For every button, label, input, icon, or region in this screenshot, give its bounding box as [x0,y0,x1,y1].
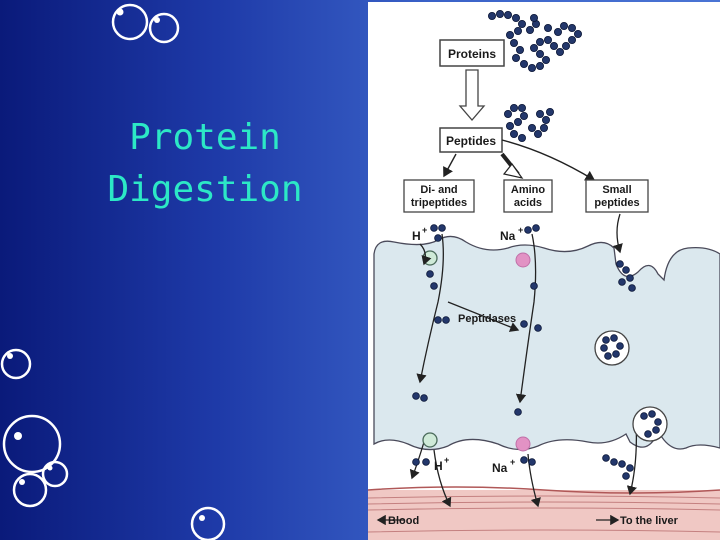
protein-digestion-diagram: Proteins Peptides [368,2,720,540]
blood-label: Blood [388,515,419,527]
small-label-1: Small [602,184,631,196]
h-ion-top-plus: + [422,225,427,235]
di-tri-label-1: Di- and [420,184,457,196]
sodium-transporter-top [516,253,530,267]
di-tri-label-2: tripeptides [411,197,467,209]
proteins-label: Proteins [448,47,496,61]
na-ion-bottom-plus: + [510,457,515,467]
small-label-2: peptides [594,197,639,209]
peptide-fragments [504,104,553,141]
title-line-2: Digestion [100,164,310,216]
amino-label-1: Amino [511,184,546,196]
slide-title: Protein Digestion [100,112,310,216]
bubble-icon [2,350,30,378]
na-ion-top-plus: + [518,225,523,235]
peptidases-label: Peptidases [458,313,516,325]
bubble-decorations [0,0,368,540]
bubble-icon [43,462,67,486]
title-line-1: Protein [100,112,310,164]
liver-label: To the liver [620,515,679,527]
bubble-icon [192,508,224,540]
sodium-transporter-bottom [516,437,530,451]
digestion-arrow [460,70,484,120]
bubble-icon [150,14,178,42]
h-ion-top: H [412,229,421,243]
amino-label-2: acids [514,197,542,209]
na-ion-top: Na [500,229,516,243]
bubble-icon [14,474,46,506]
h-ion-bottom: H [434,459,443,473]
h-ion-bottom-plus: + [444,455,449,465]
proton-transporter-bottom [423,433,437,447]
peptides-label: Peptides [446,134,496,148]
intestinal-cell-layer [374,236,720,449]
na-ion-bottom: Na [492,461,508,475]
diagram-svg: Proteins Peptides [368,2,720,540]
